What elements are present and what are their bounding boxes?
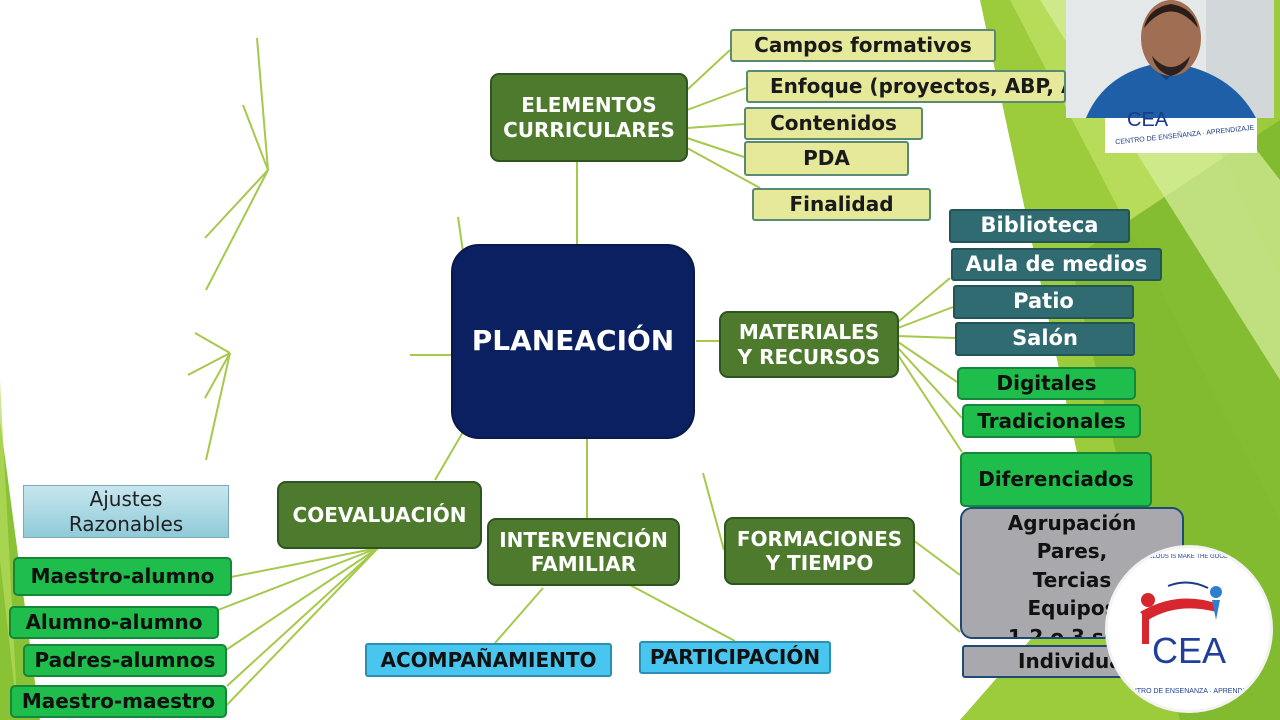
item-salon: Salón [955, 322, 1135, 356]
webcam-logo-text: CEA [1127, 109, 1169, 131]
item-participacion: PARTICIPACIÓN [639, 641, 831, 674]
webcam-logo-strip: CEA CENTRO DE ENSEÑANZA · APRENDIZAJE [1105, 109, 1257, 153]
branch-elementos-curriculares: ELEMENTOS CURRICULARES [490, 73, 688, 162]
presenter-video [1066, 0, 1274, 118]
cea-logo-text: CEA [1151, 630, 1227, 671]
item-tradicionales: Tradicionales [962, 404, 1141, 438]
branch-coevaluacion: COEVALUACIÓN [277, 481, 482, 549]
branch-formaciones-tiempo: FORMACIONES Y TIEMPO [724, 517, 915, 585]
branch-materiales-recursos: MATERIALES Y RECURSOS [719, 311, 899, 378]
cea-logo: CEA WHAT CELLOUS IS MAKE THE GOOD ONES B… [1108, 548, 1270, 710]
item-acompanamiento: ACOMPAÑAMIENTO [365, 643, 612, 677]
branch-intervencion-familiar: INTERVENCIÓN FAMILIAR [487, 518, 680, 586]
item-padres-alumnos: Padres-alumnos [23, 644, 227, 677]
cea-logo-mark [1140, 581, 1222, 644]
item-finalidad: Finalidad [752, 188, 931, 221]
item-aula-de-medios: Aula de medios [951, 248, 1162, 281]
cea-logo-ring-bottom: CENTRO DE ENSEÑANZA · APRENDIZAJE [1122, 688, 1256, 695]
item-biblioteca: Biblioteca [949, 209, 1130, 243]
item-maestro-maestro: Maestro-maestro [10, 685, 227, 718]
center-node-planeacion: PLANEACIÓN [451, 244, 695, 439]
ajustes-razonables-box: Ajustes Razonables [23, 485, 229, 538]
item-digitales: Digitales [957, 367, 1136, 400]
item-patio: Patio [953, 285, 1134, 319]
cea-logo-ring-top: WHAT CELLOUS IS MAKE THE GOOD ONES BELOW… [1122, 554, 1256, 560]
item-diferenciados: Diferenciados [960, 452, 1152, 507]
item-contenidos: Contenidos [744, 107, 923, 140]
item-enfoque: Enfoque (proyectos, ABP, A [746, 70, 1066, 103]
item-pda: PDA [744, 141, 909, 176]
item-maestro-alumno: Maestro-alumno [13, 557, 232, 596]
item-campos-formativos: Campos formativos [730, 29, 996, 62]
webcam-overlay [1066, 0, 1274, 118]
item-alumno-alumno: Alumno-alumno [9, 606, 219, 639]
item-individual: Individua [962, 645, 1148, 678]
